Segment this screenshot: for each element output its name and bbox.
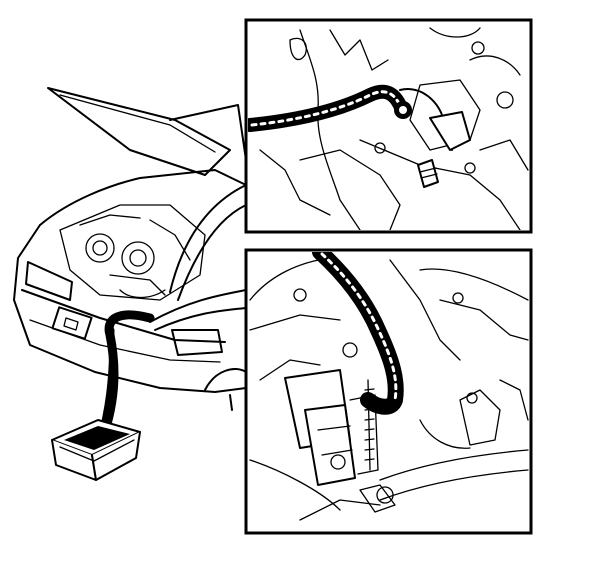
collection-pan — [51, 419, 141, 481]
headlight-left — [25, 261, 73, 301]
headlight — [171, 329, 223, 356]
detail-view-transmission-drain — [244, 18, 533, 234]
leader-bottom-1 — [149, 289, 247, 323]
body-side — [13, 224, 247, 393]
hood — [47, 87, 231, 176]
drain-plug — [417, 159, 439, 188]
leader-lines — [149, 184, 247, 331]
engine-bay — [59, 204, 206, 301]
license-plate — [51, 306, 93, 340]
car-front-overview — [13, 87, 247, 411]
body-top — [39, 169, 247, 226]
leader-bottom-2 — [154, 307, 247, 331]
detail-view-hose-routing — [244, 248, 533, 535]
leader-top-1 — [169, 184, 247, 293]
leader-top-2 — [177, 204, 247, 301]
windshield — [169, 104, 247, 161]
